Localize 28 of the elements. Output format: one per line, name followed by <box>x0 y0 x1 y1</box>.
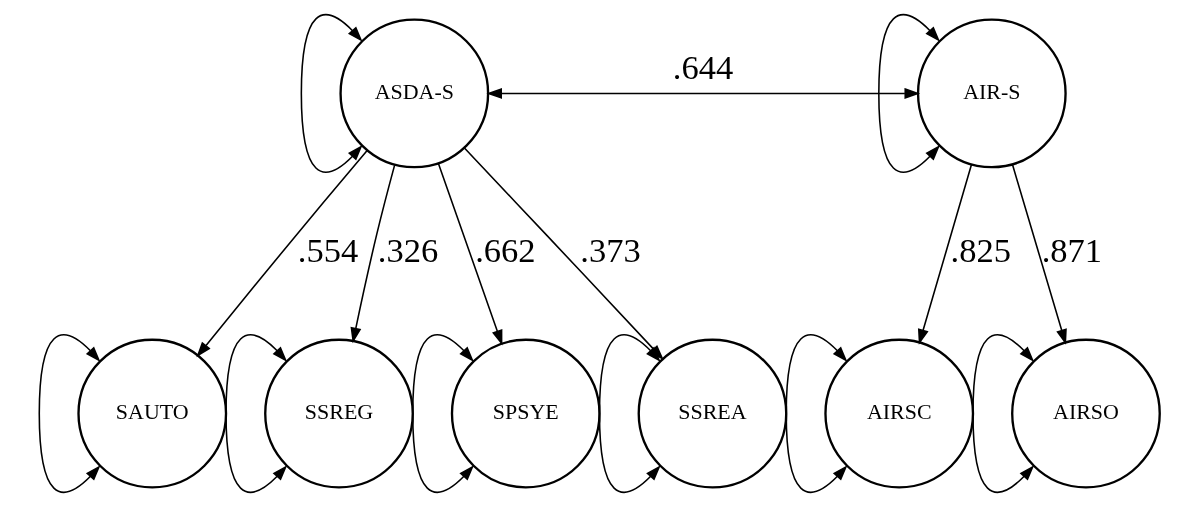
arrow <box>972 334 1035 494</box>
node-circle: ASDA-S <box>339 18 490 169</box>
arrow <box>1011 163 1067 345</box>
node-circle: SPSYE <box>450 338 601 489</box>
arrow <box>196 149 368 358</box>
arrow <box>598 334 661 494</box>
arrow <box>225 334 288 494</box>
node-circle: SSREG <box>264 338 414 489</box>
arrow <box>411 334 474 494</box>
arrow <box>38 334 101 494</box>
node-circle: SSREA <box>637 338 788 489</box>
arrow <box>878 13 941 173</box>
arrow <box>350 164 396 344</box>
edge-label: .662 <box>475 231 536 270</box>
edge-label: .373 <box>580 231 641 270</box>
arrow <box>917 163 973 345</box>
edge-label: .825 <box>950 231 1012 270</box>
node-circle: AIRSC <box>824 338 975 489</box>
edge-label: .554 <box>297 231 359 270</box>
edge-label: .644 <box>672 47 734 86</box>
node-circle: AIRSO <box>1011 338 1161 489</box>
arrow <box>437 163 503 346</box>
edge-label: .326 <box>377 231 439 270</box>
arrow <box>785 334 848 494</box>
arrow <box>486 87 921 99</box>
node-circle: AIR-S <box>916 18 1067 169</box>
arrow <box>300 13 363 173</box>
edge-label: .871 <box>1041 231 1103 270</box>
